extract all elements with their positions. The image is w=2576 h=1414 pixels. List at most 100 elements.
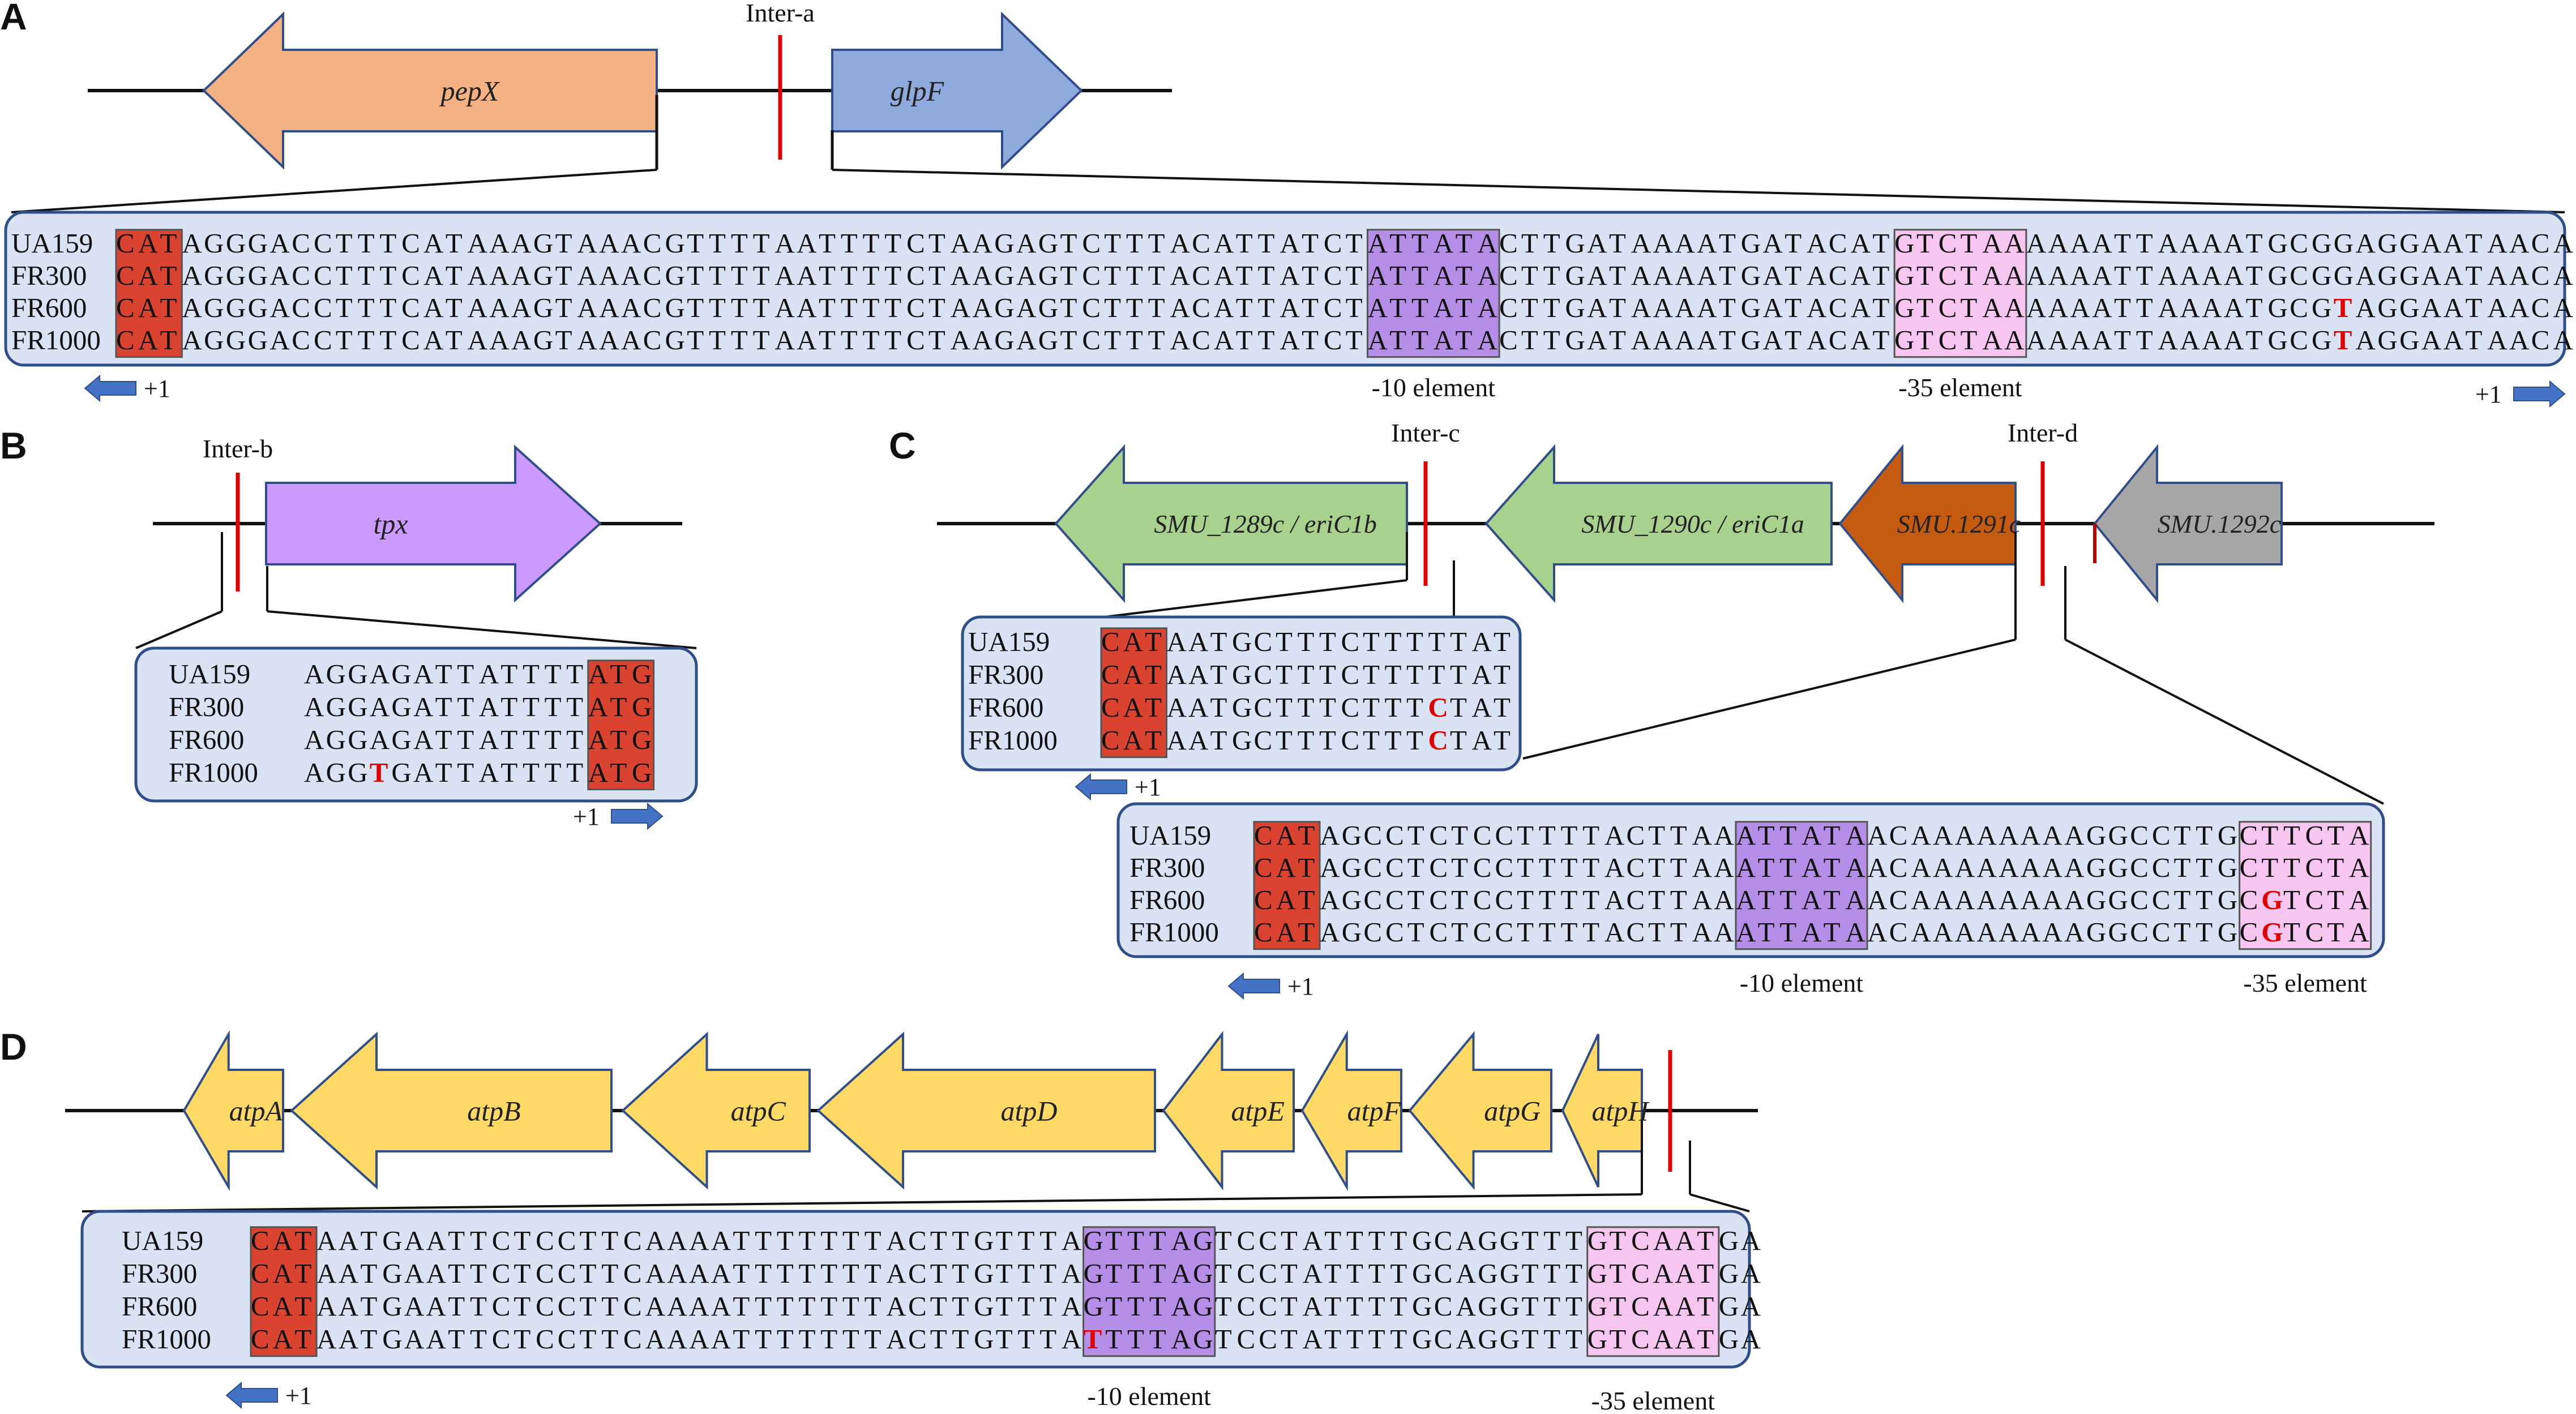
gene-arrow-atpG-label: atpG (1484, 1095, 1541, 1127)
label-inter-d: Inter-d (2008, 418, 2078, 447)
Cd-strain-FR600: FR600 (1129, 884, 1205, 915)
B-strain-FR300: FR300 (169, 691, 244, 722)
Cc-strain-FR1000: FR1000 (968, 725, 1058, 756)
A-tss-arrow-left-label: +1 (144, 375, 170, 402)
A-minus10-label: -10 element (1372, 373, 1496, 402)
B-tss-arrow-label: +1 (573, 803, 600, 830)
gene-arrow-atpH (1561, 1034, 1643, 1188)
gene-arrow-glpF-label: glpF (891, 75, 944, 107)
D-minus35-label: -35 element (1591, 1386, 1715, 1414)
panel-label-B: B (0, 425, 27, 466)
gene-arrow-atpF-label: atpF (1347, 1095, 1401, 1127)
A-tss-arrow-right-label: +1 (2475, 380, 2502, 408)
Cc-strain-FR600: FR600 (968, 692, 1043, 723)
callout-C-left (1103, 579, 1407, 618)
label-inter-a: Inter-a (746, 0, 815, 27)
D-strain-FR300: FR300 (122, 1258, 197, 1289)
A-tss-arrow-right (2513, 380, 2566, 408)
callout-D-right (2065, 639, 2384, 805)
D-minus10-label: -10 element (1087, 1382, 1211, 1411)
gene-arrow-atpC (621, 1031, 811, 1190)
callout-DD-left (82, 1193, 1642, 1212)
gene-arrow-smu1289c-label: SMU_1289c / eriC1b (1154, 509, 1377, 538)
Cd-start-codon (1253, 821, 1321, 950)
gene-arrow-smu1292c-label: SMU.1292c (2158, 509, 2281, 538)
gene-arrow-atpH-label: atpH (1592, 1095, 1650, 1127)
gene-arrow-atpD (816, 1031, 1156, 1190)
Cd-minus35-box (2239, 821, 2372, 950)
B-strain-FR600: FR600 (169, 724, 244, 755)
callout-D-left (1522, 639, 2016, 760)
panel-label-A: A (0, 0, 27, 37)
D-minus10-box (1082, 1226, 1216, 1357)
gene-arrow-glpF (831, 11, 1083, 170)
A-strain-FR300: FR300 (11, 260, 87, 291)
D-sequence-box (80, 1210, 1751, 1369)
callout-B-left (135, 610, 222, 649)
callout-B-right (267, 610, 697, 649)
B-tss-arrow (611, 802, 664, 830)
label-inter-c: Inter-c (1391, 418, 1460, 447)
D-strain-FR1000: FR1000 (122, 1323, 211, 1355)
Cd-strain-UA159: UA159 (1129, 820, 1211, 851)
Cd-minus10-label: -10 element (1740, 969, 1864, 997)
Cd-minus35-label: -35 element (2243, 969, 2367, 997)
label-inter-b: Inter-b (203, 434, 273, 463)
Cc-tss-arrow (1075, 773, 1127, 801)
D-tss-arrow (225, 1381, 278, 1409)
gene-arrow-pepX-label: pepX (439, 75, 500, 107)
D-strain-FR600: FR600 (122, 1291, 197, 1322)
B-sequence-box (134, 646, 698, 803)
Cd-tss-arrow-label: +1 (1287, 972, 1314, 1000)
gene-arrow-atpB (290, 1031, 613, 1190)
A-strain-FR1000: FR1000 (11, 324, 101, 355)
A-tss-arrow-left (84, 374, 136, 402)
gene-arrow-smu1290c-label: SMU_1290c / eriC1a (1581, 509, 1804, 538)
A-minus35-box (1893, 229, 2027, 358)
panel-label-D: D (0, 1026, 27, 1068)
Cd-minus10-box (1735, 821, 1868, 950)
gene-arrow-atpG (1408, 1031, 1552, 1190)
gene-arrow-atpA-label: atpA (229, 1095, 283, 1127)
gene-arrow-smu1290c (1484, 444, 1833, 603)
A-minus35-label: -35 element (1898, 373, 2022, 402)
Cc-strain-UA159: UA159 (968, 626, 1050, 657)
gene-arrow-atpF (1300, 1030, 1402, 1192)
callout-A-right (832, 169, 2565, 213)
gene-arrow-tpx (265, 444, 602, 603)
gene-arrow-pepX (202, 11, 658, 170)
Cc-start-codon (1100, 627, 1167, 759)
B-start-codon (587, 659, 655, 791)
gene-arrow-atpE-label: atpE (1231, 1095, 1285, 1127)
A-strain-UA159: UA159 (11, 228, 93, 259)
B-strain-FR1000: FR1000 (169, 757, 258, 788)
gene-arrow-smu1289c (1054, 444, 1408, 603)
D-start-codon (250, 1226, 318, 1357)
Cc-tss-arrow-label: +1 (1135, 773, 1161, 801)
D-minus35-box (1586, 1226, 1720, 1357)
gene-arrow-atpD-label: atpD (1001, 1095, 1058, 1127)
gene-arrow-smu1292c (2093, 444, 2283, 603)
A-start-codon-left (115, 229, 183, 358)
gene-arrow-atpC-label: atpC (731, 1095, 786, 1127)
Cd-strain-FR300: FR300 (1129, 852, 1205, 883)
gene-arrow-tpx-label: tpx (373, 508, 408, 540)
